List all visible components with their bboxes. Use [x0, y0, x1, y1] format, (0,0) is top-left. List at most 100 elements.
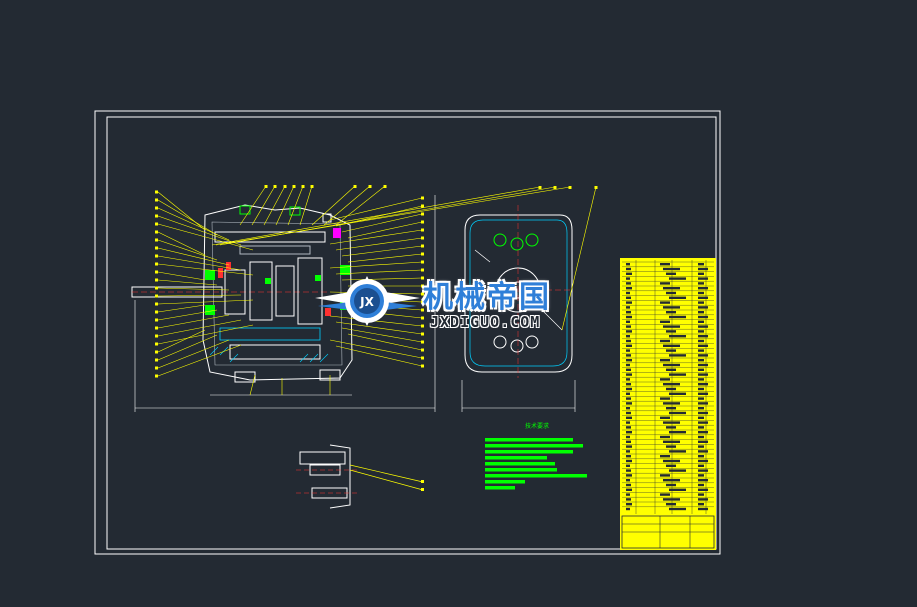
bom-cell-mark — [698, 301, 704, 304]
balloon-marker — [155, 294, 158, 298]
tech-note-line — [485, 438, 573, 442]
bom-cell-mark — [669, 450, 686, 453]
bom-cell-mark — [626, 493, 630, 496]
balloon-marker — [421, 308, 424, 312]
tech-note-line — [485, 480, 525, 484]
bom-cell-mark — [626, 291, 630, 295]
balloon-marker — [155, 230, 158, 234]
balloon-marker — [553, 186, 557, 189]
leader-line — [335, 237, 423, 251]
bom-cell-mark — [698, 464, 704, 467]
bom-cell-mark — [626, 435, 630, 439]
leader-line — [347, 253, 423, 263]
bom-cell-mark — [660, 339, 670, 343]
leader-line — [341, 327, 423, 343]
leader-line — [335, 321, 423, 335]
bom-cell-mark — [663, 306, 680, 309]
bom-cell-mark — [660, 416, 670, 419]
balloon-marker — [421, 316, 424, 320]
leader-line — [157, 329, 206, 353]
bom-cell-mark — [626, 450, 630, 453]
bom-cell-mark — [626, 378, 630, 381]
bom-cell-mark — [698, 311, 704, 314]
bom-cell-mark — [626, 296, 631, 299]
bom-cell-mark — [698, 335, 708, 338]
bom-cell-mark — [626, 335, 630, 338]
leader-line — [341, 245, 423, 257]
leader-line — [323, 185, 371, 226]
bom-cell-mark — [626, 397, 631, 400]
bom-cell-mark — [626, 407, 630, 410]
bom-cell-mark — [663, 479, 680, 482]
bom-cell-mark — [626, 455, 631, 458]
leader-line — [157, 231, 206, 256]
leader-line — [329, 197, 423, 221]
bom-cell-mark — [626, 363, 630, 367]
balloon-marker — [292, 185, 296, 188]
bom-cell-mark — [698, 330, 704, 333]
tech-note-line — [485, 468, 557, 472]
leader-line — [215, 186, 571, 246]
bom-cell-mark — [666, 311, 676, 314]
main-section-view — [131, 195, 436, 412]
bom-cell-mark — [698, 474, 704, 477]
bom-cell-mark — [698, 344, 708, 347]
bom-cell-mark — [626, 392, 630, 395]
bom-cell-mark — [698, 493, 704, 496]
balloon-marker — [155, 302, 158, 306]
tech-note-line — [485, 444, 583, 448]
balloon-marker — [421, 196, 424, 200]
leader-line — [157, 294, 242, 297]
bom-table-rows — [622, 260, 714, 514]
leader-line — [157, 319, 242, 337]
bom-cell-mark — [626, 474, 632, 477]
bom-cell-mark — [663, 421, 680, 424]
bom-cell-mark — [669, 431, 686, 434]
leader-line — [157, 239, 218, 261]
bom-cell-mark — [698, 349, 704, 352]
bom-cell-mark — [698, 498, 708, 501]
bom-cell-mark — [698, 272, 704, 275]
leader-line — [239, 185, 267, 226]
bom-cell-mark — [698, 479, 708, 482]
bom-cell-mark — [663, 498, 680, 501]
bom-cell-mark — [698, 315, 708, 319]
bom-cell-mark — [626, 282, 631, 285]
balloon-marker — [421, 324, 424, 328]
bom-cell-mark — [626, 263, 630, 266]
balloon-marker — [155, 222, 158, 226]
bom-cell-mark — [626, 368, 631, 371]
leader-line — [157, 314, 230, 329]
bom-cell-mark — [698, 455, 704, 458]
bom-cell-mark — [626, 421, 630, 424]
balloon-marker — [273, 185, 277, 188]
bom-cell-mark — [666, 426, 676, 429]
bom-cell-mark — [626, 440, 631, 443]
balloon-marker — [421, 244, 424, 248]
bom-cell-mark — [663, 459, 680, 463]
leader-line — [157, 199, 218, 236]
leader-line — [311, 185, 356, 226]
tech-note-line — [485, 486, 515, 490]
gear-wings-logo-icon: JX — [315, 276, 420, 326]
bom-cell-mark — [669, 507, 686, 511]
bom-cell-mark — [626, 373, 632, 376]
bom-cell-mark — [698, 383, 708, 386]
leader-line — [275, 185, 295, 226]
bom-cell-mark — [698, 431, 708, 434]
bom-cell-mark — [669, 354, 686, 357]
bom-cell-mark — [626, 479, 630, 482]
bom-cell-mark — [698, 282, 704, 285]
balloon-marker — [155, 254, 158, 258]
leader-line — [157, 299, 254, 305]
bom-cell-mark — [660, 320, 670, 323]
leader-line — [287, 185, 304, 226]
balloon-marker — [421, 236, 424, 240]
bom-cell-mark — [626, 469, 631, 472]
bom-cell-mark — [698, 287, 708, 290]
bom-cell-mark — [663, 440, 680, 443]
leader-line — [157, 263, 254, 276]
bom-cell-mark — [698, 450, 708, 453]
balloon-marker — [421, 220, 424, 224]
